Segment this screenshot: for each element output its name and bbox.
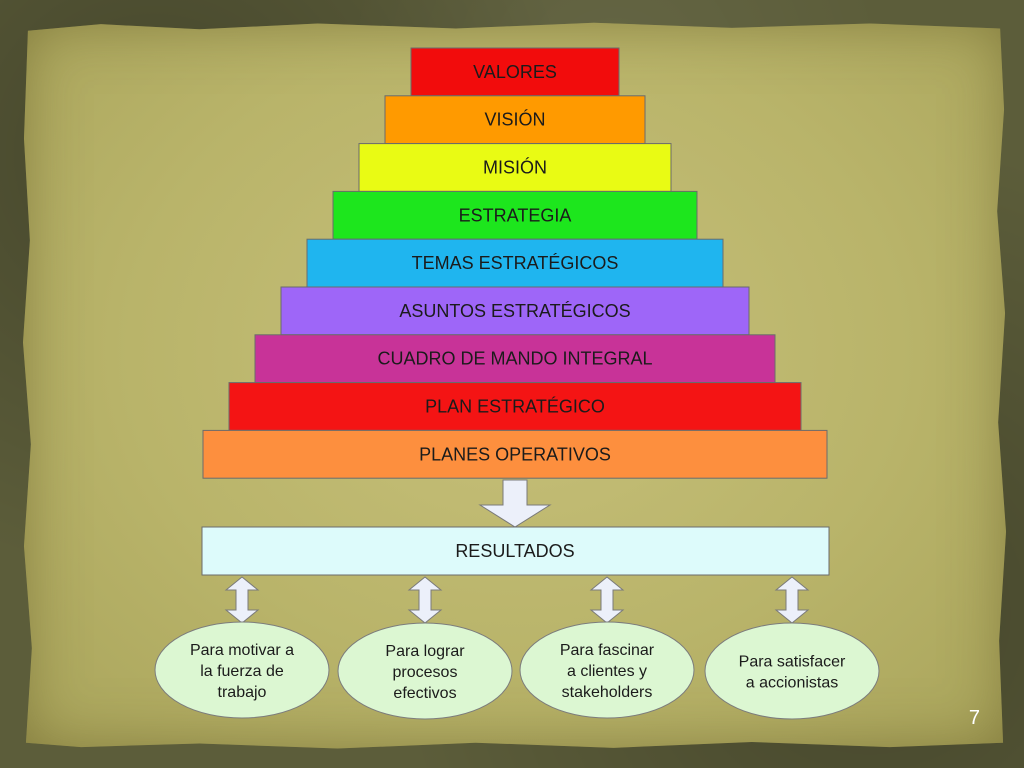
pyramid-tier: PLAN ESTRATÉGICO (228, 382, 802, 431)
double-arrow-icon (589, 576, 625, 624)
tier-box (306, 238, 724, 288)
results-box: RESULTADOS (201, 526, 830, 576)
pyramid-tier: MISIÓN (358, 143, 672, 192)
tier-box (358, 143, 672, 192)
results-label: RESULTADOS (455, 541, 574, 561)
oval-text-line: trabajo (218, 684, 267, 701)
pyramid-tier: VISIÓN (384, 95, 646, 145)
purpose-ovals: Para motivar a la fuerza de trabajo Para lo… (154, 621, 880, 720)
results-box-rect (201, 526, 830, 576)
oval-text-line: a accionistas (746, 675, 839, 692)
tier-label: MISIÓN (483, 157, 547, 178)
purpose-oval: Para satisfacer a accionistas (704, 622, 880, 720)
tier-label: VISIÓN (484, 109, 545, 130)
purpose-oval: Para lograr procesos efectivos (337, 622, 513, 720)
pyramid-tiers: VALORES VISIÓN MISIÓN ESTRATEGIA TEMAS ESTRA… (202, 47, 828, 479)
oval-text-line: Para motivar a (190, 642, 294, 659)
oval-text-line: Para lograr (385, 643, 465, 660)
tier-box (280, 286, 750, 336)
tier-box (332, 190, 698, 240)
purpose-oval: Para fascinar a clientes y stakeholders (519, 621, 695, 719)
pyramid-tier: ASUNTOS ESTRATÉGICOS (280, 286, 750, 336)
pyramid-tier: ESTRATEGIA (332, 190, 698, 240)
double-arrow-icon (407, 576, 443, 624)
tier-label: PLAN ESTRATÉGICO (425, 397, 605, 417)
pyramid-tier: TEMAS ESTRATÉGICOS (306, 238, 724, 288)
tier-box (254, 334, 776, 384)
oval-shape (337, 622, 513, 720)
oval-text-line: Para fascinar (560, 642, 655, 659)
down-arrow-icon (478, 479, 552, 528)
double-arrow-icon (774, 576, 810, 624)
pyramid-tier: CUADRO DE MANDO INTEGRAL (254, 334, 776, 384)
tier-label: TEMAS ESTRATÉGICOS (412, 253, 619, 273)
tier-label: PLANES OPERATIVOS (419, 444, 611, 464)
tier-label: ESTRATEGIA (459, 205, 572, 225)
oval-text-line: Para satisfacer (739, 654, 846, 671)
oval-shape (154, 621, 330, 719)
oval-shape (704, 622, 880, 720)
oval-text-line: stakeholders (562, 684, 653, 701)
tier-box (202, 429, 828, 479)
tier-label: VALORES (473, 62, 557, 82)
pyramid-tier: PLANES OPERATIVOS (202, 429, 828, 479)
tier-label: CUADRO DE MANDO INTEGRAL (377, 349, 652, 369)
tier-box (384, 95, 646, 145)
tier-box (228, 382, 802, 431)
double-arrow-icon (224, 576, 260, 624)
oval-text-line: efectivos (393, 685, 456, 702)
oval-text-line: procesos (393, 664, 458, 681)
oval-text-line: la fuerza de (200, 663, 284, 680)
tier-label: ASUNTOS ESTRATÉGICOS (399, 301, 630, 321)
page-number: 7 (968, 707, 980, 729)
connector-arrows (224, 479, 810, 624)
pyramid-tier: VALORES (410, 47, 620, 97)
oval-text-line: a clientes y (567, 663, 647, 680)
purpose-oval: Para motivar a la fuerza de trabajo (154, 621, 330, 719)
oval-shape (519, 621, 695, 719)
